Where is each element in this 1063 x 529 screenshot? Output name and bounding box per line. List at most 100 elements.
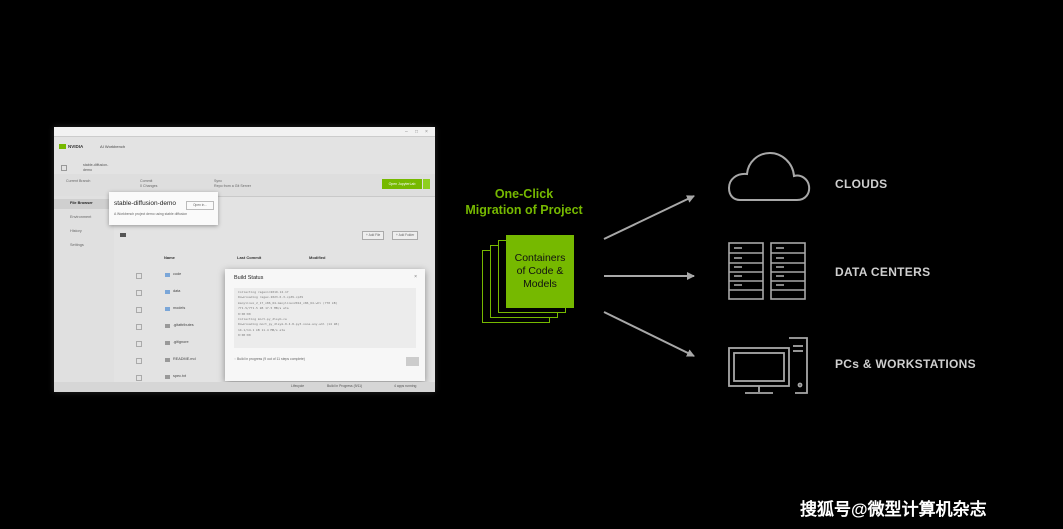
log-line: 0:00:00: [238, 311, 251, 316]
file-name: models: [173, 306, 186, 310]
sidebar-item-file-browser[interactable]: File Browser: [70, 201, 93, 205]
nvidia-logo: NVIDIA: [59, 144, 99, 152]
migration-label-line: Migration of Project: [465, 203, 583, 217]
maximize-icon[interactable]: □: [415, 129, 419, 135]
sidebar: File Browser Environment History Setting…: [54, 196, 114, 392]
column-last-commit[interactable]: Last Commit: [237, 255, 262, 260]
log-line: 0:00:00: [238, 333, 251, 338]
file-name: .gitattributes: [173, 323, 194, 327]
row-checkbox[interactable]: [136, 290, 142, 296]
migration-label: One-Click Migration of Project: [455, 186, 593, 218]
minimize-icon[interactable]: –: [405, 129, 408, 135]
log-line: 14.1/14.1 kB 11.4 MB/s eta: [238, 327, 285, 332]
cloud-icon: [727, 151, 811, 201]
modal-close-icon[interactable]: ×: [414, 274, 417, 280]
status-apps[interactable]: 4 apps running: [394, 384, 417, 388]
log-line: manylinux_2_17_x86_64.manylinux2014_x86_…: [238, 300, 338, 305]
destination-data-centers: DATA CENTERS: [835, 265, 931, 279]
workbench-screenshot: – □ × NVIDIA AI Workbench stable-diffusi…: [54, 127, 435, 392]
nvidia-eye-icon: [59, 144, 66, 150]
sidebar-item-settings[interactable]: Settings: [70, 243, 84, 247]
file-name: README.md: [173, 357, 196, 361]
log-line: Downloading regex-2023.6.3-cp39-cp39: [238, 295, 304, 300]
folder-icon: [165, 290, 170, 294]
arrow-to-clouds: [603, 195, 695, 240]
row-checkbox[interactable]: [136, 324, 142, 330]
project-card: stable-diffusion-demo A Workbench projec…: [109, 192, 218, 225]
open-in-button[interactable]: Open in...: [186, 201, 214, 210]
brand-name: NVIDIA: [68, 144, 84, 149]
file-name: .gitignore: [173, 340, 189, 344]
project-description: A Workbench project demo using stable di…: [114, 212, 188, 216]
project-switcher-line: demo: [83, 168, 92, 172]
header-branch[interactable]: Current Branch: [66, 179, 90, 184]
table-row[interactable]: code: [114, 268, 434, 284]
row-checkbox[interactable]: [136, 307, 142, 313]
file-icon: [165, 375, 170, 379]
migration-label-line: One-Click: [494, 187, 554, 201]
header-title: Sync: [214, 179, 222, 183]
file-icon: [165, 358, 170, 362]
row-checkbox[interactable]: [136, 341, 142, 347]
sidebar-active-highlight: [54, 199, 114, 209]
sidebar-item-environment[interactable]: Environment: [70, 215, 92, 219]
row-checkbox[interactable]: [136, 358, 142, 364]
log-line: Downloading moct_py_dlsym-0.4.8-py3-none…: [238, 322, 340, 327]
containers-box: Containers of Code & Models: [506, 235, 574, 308]
file-name: data: [173, 289, 181, 293]
table-row[interactable]: data: [114, 285, 434, 301]
cancel-build-button[interactable]: [406, 357, 419, 366]
header-sub: 0 Changes: [140, 184, 158, 188]
build-progress-label: Build in progress (9 out of 11 steps com…: [236, 357, 305, 361]
file-icon: [165, 324, 170, 328]
add-folder-button[interactable]: + Add Folder: [392, 231, 419, 240]
folder-icon: [120, 233, 126, 237]
column-name[interactable]: Name: [164, 255, 175, 260]
project-icon: [61, 165, 67, 171]
modal-title: Build Status: [234, 275, 264, 281]
open-jupyterlab-button[interactable]: Open JupyterLab: [382, 179, 422, 189]
destination-pcs-workstations: PCs & WORKSTATIONS: [835, 357, 976, 371]
table-row[interactable]: spec.txt: [114, 370, 434, 386]
table-row[interactable]: .gitignore: [114, 336, 434, 352]
file-name: code: [173, 272, 182, 276]
folder-icon: [165, 307, 170, 311]
destination-clouds: CLOUDS: [835, 177, 888, 191]
header-title: Commit: [140, 179, 153, 183]
add-file-button[interactable]: + Add File: [362, 231, 385, 240]
project-switcher[interactable]: stable-diffusion- demo: [83, 163, 108, 173]
close-icon[interactable]: ×: [425, 129, 428, 135]
window-titlebar: – □ ×: [54, 127, 435, 137]
watermark: 搜狐号@微型计算机杂志: [800, 500, 987, 519]
project-switcher-line: stable-diffusion-: [83, 163, 109, 167]
log-line: Collecting regex>=2019.12.17: [238, 290, 289, 294]
status-build[interactable]: Build in Progress (9/11): [327, 384, 363, 388]
file-icon: [165, 341, 170, 345]
container-label-line: of Code &: [516, 265, 564, 277]
open-menu-chevron-icon[interactable]: [423, 179, 430, 189]
container-label-line: Containers: [514, 252, 566, 264]
status-lifecycle[interactable]: Lifecycle: [291, 384, 305, 388]
log-line: 771.5/771.5 kB 17.5 MB/s eta: [238, 306, 289, 311]
log-line: Collecting moct-py_dlsym-ce: [238, 317, 287, 322]
table-row[interactable]: models: [114, 302, 434, 318]
header-sub: Repo from a Git Server: [214, 184, 251, 188]
row-checkbox[interactable]: [136, 273, 142, 279]
server-racks-icon: [728, 242, 806, 300]
container-stack: Containers of Code & Models: [482, 235, 574, 325]
folder-icon: [165, 273, 170, 277]
column-modified[interactable]: Modified: [309, 255, 326, 260]
build-progress-text: ◌ Build in progress (9 out of 11 steps c…: [234, 357, 305, 361]
sidebar-item-history[interactable]: History: [70, 229, 82, 233]
row-checkbox[interactable]: [136, 375, 142, 381]
build-log: Collecting regex>=2019.12.17 Downloading…: [234, 288, 416, 348]
table-row[interactable]: README.md: [114, 353, 434, 369]
status-bar: Lifecycle Build in Progress (9/11) 4 app…: [54, 382, 435, 392]
file-name: spec.txt: [173, 374, 187, 378]
table-row[interactable]: .gitattributes: [114, 319, 434, 335]
header-title: Current Branch: [66, 179, 91, 183]
